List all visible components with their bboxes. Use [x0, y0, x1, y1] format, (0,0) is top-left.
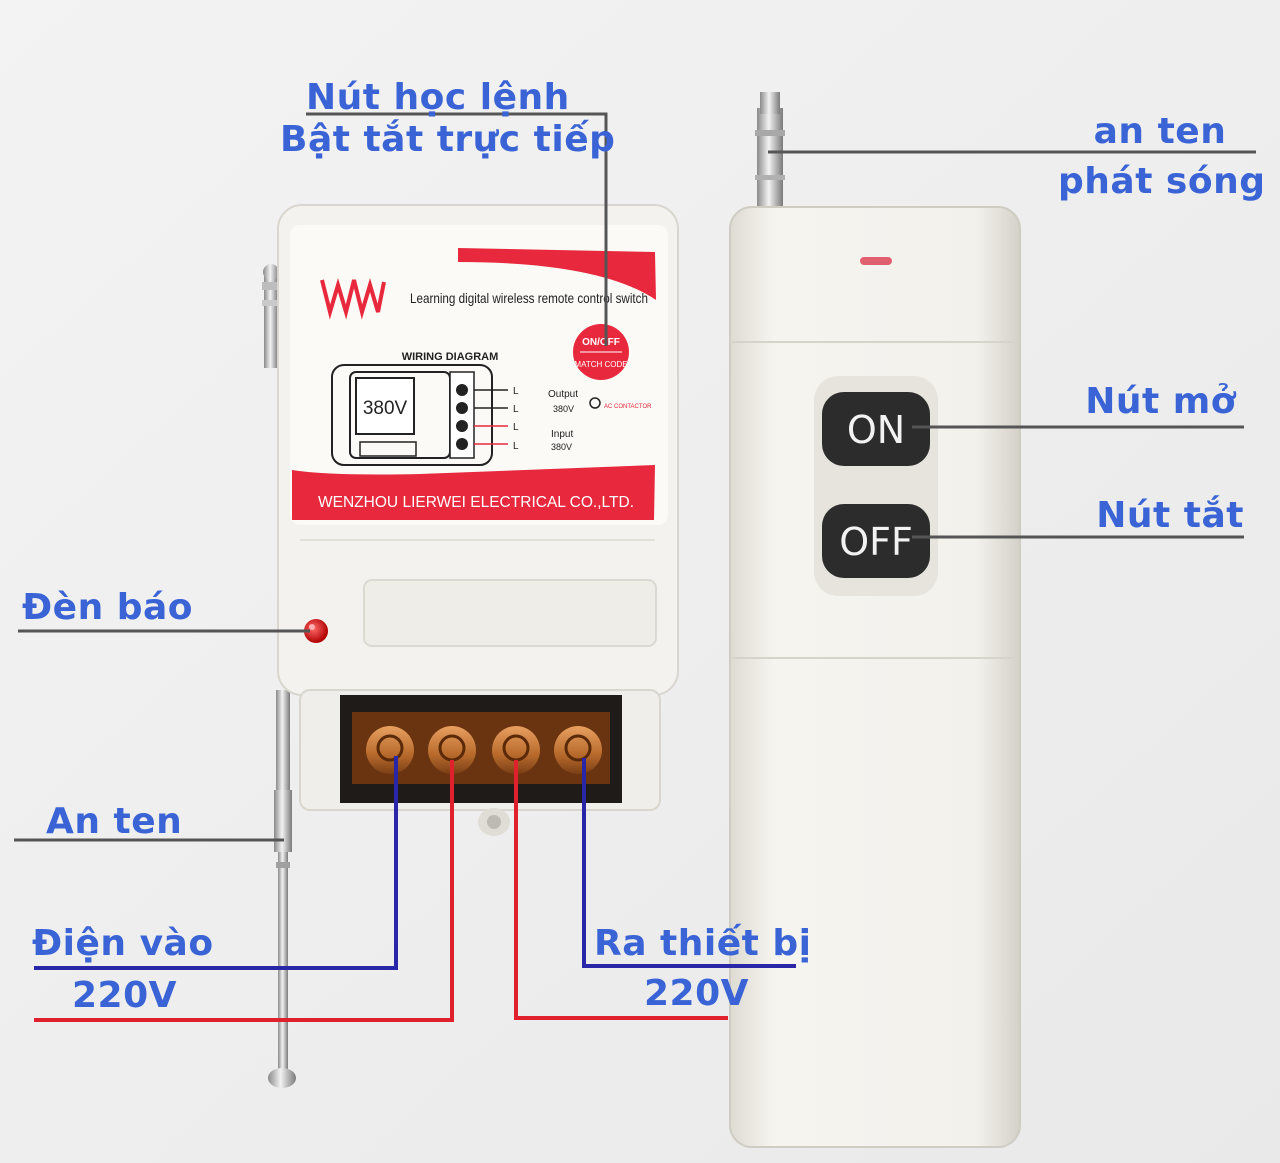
output-label: Output: [548, 389, 578, 400]
company-name: WENZHOU LIERWEI ELECTRICAL CO.,LTD.: [318, 494, 634, 511]
output-wires: [514, 758, 796, 1020]
label-output-line1: Ra thiết bị: [594, 923, 812, 964]
terminal-letter-4: L: [513, 441, 519, 452]
label-power-in-line1: Điện vào: [32, 923, 214, 964]
remote-on-button[interactable]: [822, 392, 930, 466]
terminal-letter-2: L: [513, 404, 519, 415]
learn-button-top-text: ON/OFF: [582, 337, 620, 348]
voltage-box-text: 380V: [363, 398, 408, 419]
leader-lines: [14, 112, 1256, 842]
label-output-line2: 220V: [644, 973, 750, 1014]
receiver-brand-text: Learning digital wireless remote control…: [410, 290, 648, 306]
terminal-letter-3: L: [513, 422, 519, 433]
input-voltage: 380V: [551, 442, 572, 452]
ac-contactor-label: AC CONTACTOR: [604, 404, 652, 410]
label-learn-button-line1: Nút học lệnh: [306, 77, 570, 118]
learn-button-bottom-text: MATCH CODE: [574, 360, 627, 369]
remote-off-text: OFF: [839, 520, 913, 564]
label-learn-button-line2: Bật tắt trực tiếp: [280, 119, 616, 160]
label-off-button: Nút tắt: [1096, 495, 1244, 536]
receiver-unit: [277, 204, 679, 836]
wiring-diagram-title: WIRING DIAGRAM: [402, 351, 499, 363]
label-antenna-tx-line1: an ten: [1093, 111, 1227, 152]
remote-control: [729, 206, 1021, 1148]
terminal-screws: [366, 726, 602, 774]
label-indicator-light: Đèn báo: [22, 587, 194, 628]
label-power-in-line2: 220V: [72, 975, 178, 1016]
remote-antenna: [755, 92, 785, 212]
receiver-antenna: [262, 264, 296, 1088]
power-in-wires: [34, 756, 454, 1022]
output-voltage: 380V: [553, 404, 574, 414]
input-label: Input: [551, 429, 573, 440]
remote-on-text: ON: [847, 408, 905, 452]
remote-off-button[interactable]: [822, 504, 930, 578]
label-on-button: Nút mở: [1085, 381, 1236, 422]
label-antenna: An ten: [46, 801, 183, 842]
label-antenna-tx-line2: phát sóng: [1058, 161, 1266, 202]
terminal-letter-1: L: [513, 386, 519, 397]
